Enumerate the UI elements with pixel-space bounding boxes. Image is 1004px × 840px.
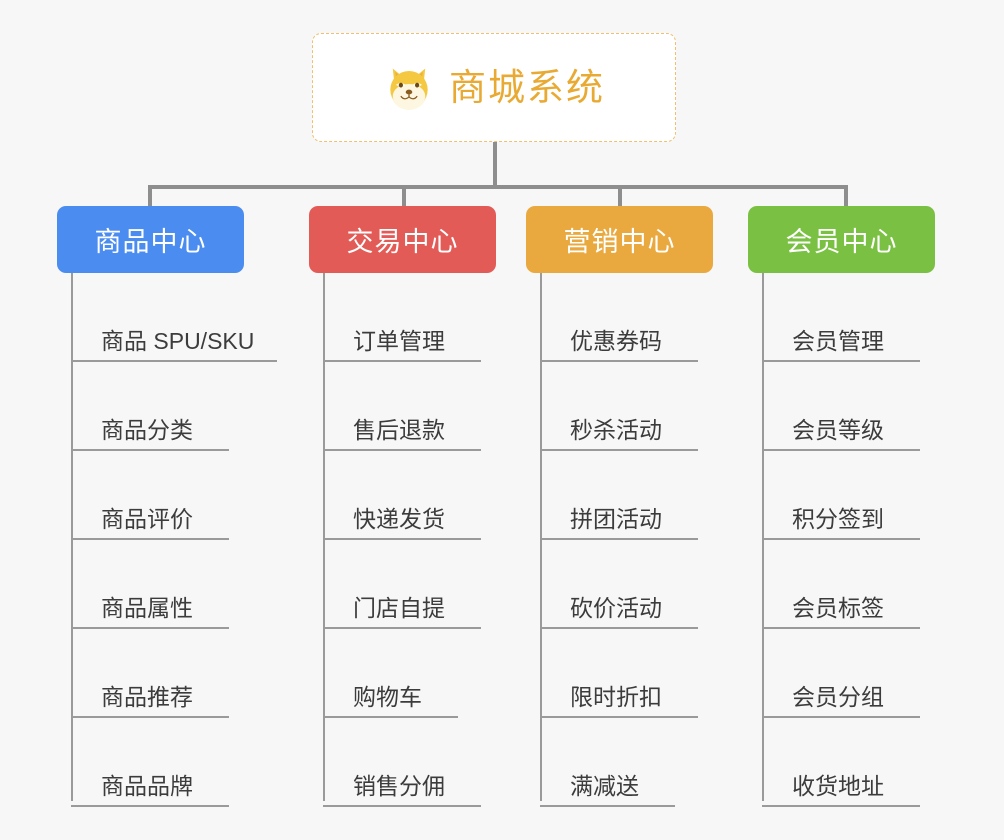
list-item[interactable]: 售后退款 xyxy=(323,362,481,451)
leaf-label: 门店自提 xyxy=(353,594,445,621)
leaf-underline xyxy=(540,538,698,540)
connector-drop-1 xyxy=(148,187,152,208)
branch-column-3: 营销中心 xyxy=(526,206,726,273)
leaf-underline xyxy=(71,360,277,362)
leaf-underline xyxy=(71,627,229,629)
branch-spine-4 xyxy=(762,273,764,801)
leaf-list-1: 商品 SPU/SKU 商品分类 商品评价 商品属性 商品推荐 商品品牌 xyxy=(71,273,277,807)
list-item[interactable]: 门店自提 xyxy=(323,540,481,629)
list-item[interactable]: 会员管理 xyxy=(762,273,920,362)
list-item[interactable]: 商品品牌 xyxy=(71,718,272,807)
leaf-list-4: 会员管理 会员等级 积分签到 会员标签 会员分组 收货地址 xyxy=(762,273,920,807)
list-item[interactable]: 购物车 xyxy=(323,629,463,718)
list-item[interactable]: 积分签到 xyxy=(762,451,920,540)
leaf-label: 拼团活动 xyxy=(570,505,662,532)
list-item[interactable]: 拼团活动 xyxy=(540,451,698,540)
branch-spine-2 xyxy=(323,273,325,801)
category-header-4[interactable]: 会员中心 xyxy=(748,206,935,273)
leaf-underline xyxy=(762,805,920,807)
leaf-underline xyxy=(762,538,920,540)
leaf-underline xyxy=(71,716,229,718)
leaf-underline xyxy=(71,538,229,540)
leaf-underline xyxy=(323,360,481,362)
branch-spine-3 xyxy=(540,273,542,801)
leaf-label: 收货地址 xyxy=(792,772,884,799)
leaf-label: 商品属性 xyxy=(101,594,193,621)
list-item[interactable]: 秒杀活动 xyxy=(540,362,698,451)
leaf-label: 会员标签 xyxy=(792,594,884,621)
category-header-2[interactable]: 交易中心 xyxy=(309,206,496,273)
list-item[interactable]: 砍价活动 xyxy=(540,540,698,629)
leaf-underline xyxy=(323,449,481,451)
category-header-1[interactable]: 商品中心 xyxy=(57,206,244,273)
leaf-label: 订单管理 xyxy=(353,327,445,354)
leaf-list-3: 优惠券码 秒杀活动 拼团活动 砍价活动 限时折扣 满减送 xyxy=(540,273,698,807)
leaf-underline xyxy=(540,360,698,362)
leaf-label: 销售分佣 xyxy=(353,772,445,799)
leaf-underline xyxy=(323,627,481,629)
leaf-label: 商品推荐 xyxy=(101,683,193,710)
connector-drop-2 xyxy=(402,187,406,208)
leaf-label: 秒杀活动 xyxy=(570,416,662,443)
leaf-underline xyxy=(323,716,458,718)
branch-spine-1 xyxy=(71,273,73,801)
leaf-list-2: 订单管理 售后退款 快递发货 门店自提 购物车 销售分佣 xyxy=(323,273,481,807)
leaf-label: 限时折扣 xyxy=(570,683,662,710)
branch-column-1: 商品中心 xyxy=(57,206,287,273)
leaf-underline xyxy=(762,360,920,362)
leaf-underline xyxy=(71,449,229,451)
connector-drop-4 xyxy=(844,187,848,208)
root-node[interactable]: 商城系统 xyxy=(312,33,676,142)
leaf-label: 会员管理 xyxy=(792,327,884,354)
leaf-label: 积分签到 xyxy=(792,505,884,532)
list-item[interactable]: 收货地址 xyxy=(762,718,920,807)
leaf-label: 商品分类 xyxy=(101,416,193,443)
branch-column-2: 交易中心 xyxy=(309,206,509,273)
leaf-underline xyxy=(540,805,675,807)
root-title: 商城系统 xyxy=(449,67,605,108)
leaf-underline xyxy=(540,449,698,451)
leaf-label: 快递发货 xyxy=(353,505,445,532)
leaf-underline xyxy=(540,627,698,629)
leaf-underline xyxy=(323,805,481,807)
category-header-3[interactable]: 营销中心 xyxy=(526,206,713,273)
branch-column-4: 会员中心 xyxy=(748,206,948,273)
leaf-label: 优惠券码 xyxy=(570,327,662,354)
list-item[interactable]: 商品推荐 xyxy=(71,629,272,718)
leaf-label: 砍价活动 xyxy=(570,594,662,621)
leaf-underline xyxy=(540,716,698,718)
list-item[interactable]: 商品分类 xyxy=(71,362,272,451)
list-item[interactable]: 会员分组 xyxy=(762,629,920,718)
leaf-underline xyxy=(323,538,481,540)
list-item[interactable]: 销售分佣 xyxy=(323,718,481,807)
list-item[interactable]: 商品评价 xyxy=(71,451,272,540)
connector-drop-3 xyxy=(618,187,622,208)
shiba-dog-face-icon xyxy=(383,62,435,114)
leaf-underline xyxy=(762,627,920,629)
leaf-label: 会员等级 xyxy=(792,416,884,443)
leaf-label: 会员分组 xyxy=(792,683,884,710)
leaf-label: 商品 SPU/SKU xyxy=(101,327,255,354)
list-item[interactable]: 商品 SPU/SKU xyxy=(71,273,277,362)
leaf-label: 购物车 xyxy=(353,683,422,710)
list-item[interactable]: 优惠券码 xyxy=(540,273,698,362)
list-item[interactable]: 限时折扣 xyxy=(540,629,698,718)
leaf-label: 商品品牌 xyxy=(101,772,193,799)
connector-horizontal-bus xyxy=(148,185,848,189)
list-item[interactable]: 会员等级 xyxy=(762,362,920,451)
leaf-underline xyxy=(71,805,229,807)
list-item[interactable]: 会员标签 xyxy=(762,540,920,629)
connector-root-stem xyxy=(493,142,497,187)
leaf-underline xyxy=(762,449,920,451)
list-item[interactable]: 商品属性 xyxy=(71,540,272,629)
leaf-underline xyxy=(762,716,920,718)
leaf-label: 售后退款 xyxy=(353,416,445,443)
list-item[interactable]: 订单管理 xyxy=(323,273,481,362)
list-item[interactable]: 满减送 xyxy=(540,718,680,807)
leaf-label: 满减送 xyxy=(570,772,639,799)
list-item[interactable]: 快递发货 xyxy=(323,451,481,540)
leaf-label: 商品评价 xyxy=(101,505,193,532)
